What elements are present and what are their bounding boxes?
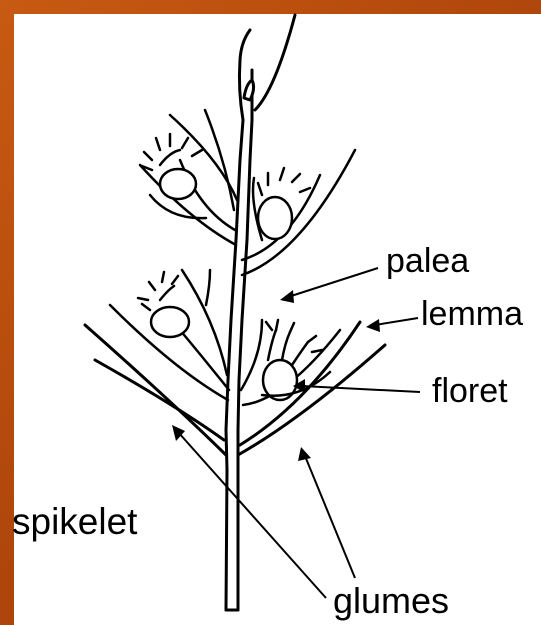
pointer-palea: [280, 268, 378, 303]
pointer-glumes: [172, 425, 355, 598]
label-spikelet: spikelet: [12, 501, 138, 542]
stem: [226, 15, 295, 610]
label-floret: floret: [432, 372, 508, 410]
label-palea: palea: [386, 242, 469, 280]
floret-upper-left: [140, 110, 237, 245]
floret-lower-right: [241, 320, 340, 405]
pointer-lemma: [366, 318, 418, 332]
glume-left: [85, 325, 226, 455]
floret-upper-right: [242, 150, 355, 275]
label-glumes: glumes: [333, 580, 449, 621]
pointer-floret: [293, 379, 420, 393]
label-lemma: lemma: [421, 295, 523, 333]
